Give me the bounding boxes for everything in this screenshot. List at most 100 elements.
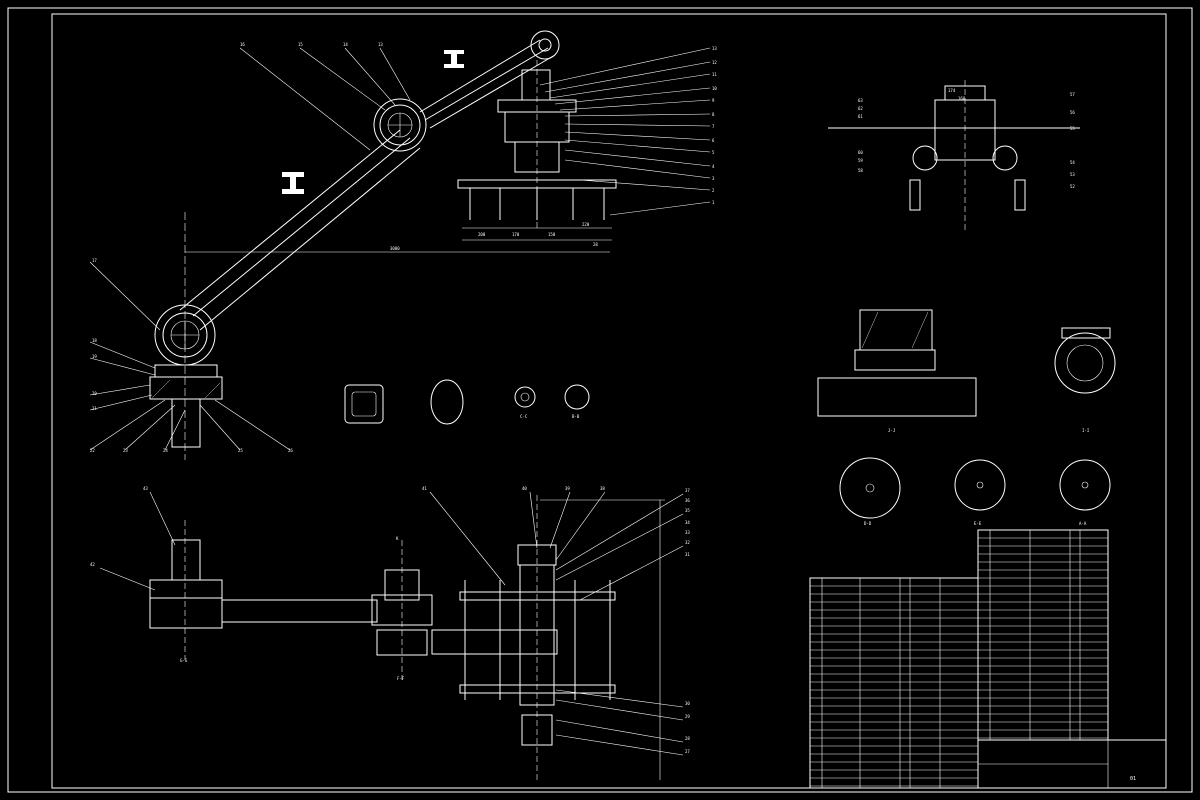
gripper-bottom-view (459, 495, 665, 780)
svg-text:7: 7 (712, 124, 715, 129)
svg-text:8: 8 (712, 112, 715, 117)
svg-text:55: 55 (1070, 126, 1075, 131)
section-i-i: I-I (1054, 327, 1116, 433)
svg-text:26: 26 (288, 448, 293, 453)
svg-text:56: 56 (1070, 110, 1075, 115)
svg-text:59: 59 (858, 158, 863, 163)
section-g-g: G-G 43 42 (90, 486, 223, 663)
i-section-marker (282, 172, 304, 194)
bottom-arm-2 (431, 629, 558, 655)
svg-text:30: 30 (685, 701, 690, 706)
svg-text:220: 220 (582, 222, 590, 227)
svg-text:61: 61 (858, 114, 863, 119)
svg-text:23: 23 (123, 448, 128, 453)
inner-border (51, 13, 1167, 789)
svg-text:35: 35 (685, 508, 690, 513)
svg-text:4: 4 (712, 164, 715, 169)
svg-text:32: 32 (685, 540, 690, 545)
svg-text:5: 5 (712, 150, 715, 155)
svg-text:G-G: G-G (180, 658, 188, 663)
svg-text:1: 1 (712, 200, 715, 205)
leaders-top-right: 13 12 11 10 9 8 7 6 5 4 3 2 1 (539, 46, 717, 216)
svg-text:20: 20 (92, 391, 97, 396)
svg-text:53: 53 (1070, 172, 1075, 177)
svg-text:58: 58 (858, 168, 863, 173)
svg-text:63: 63 (858, 98, 863, 103)
svg-text:J-J: J-J (888, 428, 895, 433)
svg-text:C-C: C-C (520, 414, 528, 419)
leaders-bottom-right-col: 30 29 28 27 (555, 689, 690, 756)
svg-text:I-I: I-I (1082, 428, 1090, 433)
svg-text:17: 17 (92, 258, 97, 263)
svg-text:29: 29 (685, 714, 690, 719)
section-f-f: F-F K (371, 536, 433, 681)
svg-text:38: 38 (600, 486, 605, 491)
svg-text:E-E: E-E (974, 521, 982, 526)
svg-text:28: 28 (685, 736, 690, 741)
svg-text:19: 19 (92, 354, 97, 359)
svg-text:62: 62 (858, 106, 863, 111)
leaders-bottom-center: 41 40 39 38 37 36 35 34 33 32 31 (422, 486, 690, 601)
svg-text:14: 14 (343, 42, 348, 47)
svg-text:22: 22 (90, 448, 95, 453)
svg-text:K: K (396, 536, 399, 541)
svg-text:10: 10 (712, 86, 717, 91)
svg-text:43: 43 (143, 486, 148, 491)
svg-text:3: 3 (712, 176, 715, 181)
svg-text:36: 36 (685, 498, 690, 503)
svg-text:200: 200 (478, 232, 486, 237)
svg-text:25: 25 (238, 448, 243, 453)
svg-text:52: 52 (1070, 184, 1075, 189)
drawing-number: 01 (1130, 776, 1136, 782)
svg-text:2: 2 (712, 188, 715, 193)
svg-text:B-B: B-B (572, 414, 580, 419)
leaders-right-detail: 63 62 61 60 59 58 57 56 55 54 53 52 (858, 92, 1075, 189)
svg-text:39: 39 (565, 486, 570, 491)
section-discs: D-D E-E A-A (839, 457, 1111, 526)
outer-border (7, 7, 1193, 793)
svg-text:12: 12 (712, 60, 717, 65)
svg-text:16: 16 (240, 42, 245, 47)
parts-list-rows (810, 537, 1108, 787)
gripper-head-view: 200 170 150 220 28 (457, 60, 617, 247)
svg-text:18: 18 (92, 338, 97, 343)
svg-text:D-D: D-D (864, 521, 872, 526)
svg-text:41: 41 (422, 486, 427, 491)
main-arm-view: 3000 (149, 30, 610, 460)
svg-text:34: 34 (685, 520, 690, 525)
leaders-top-left: 16 15 14 13 (239, 42, 411, 151)
svg-text:24: 24 (163, 448, 168, 453)
section-j-j: J-J (817, 309, 977, 433)
dim-total: 3000 (390, 246, 400, 251)
svg-text:42: 42 (90, 562, 95, 567)
svg-text:27: 27 (685, 749, 690, 754)
title-block: 01 (977, 739, 1167, 789)
small-sections: C-C B-B (344, 379, 590, 425)
leaders-bottom-left: 22 23 24 25 26 (89, 399, 293, 453)
i-section-marker-top (444, 50, 464, 68)
svg-text:15: 15 (298, 42, 303, 47)
svg-text:170: 170 (512, 232, 520, 237)
svg-text:160: 160 (958, 96, 966, 101)
svg-text:6: 6 (712, 138, 715, 143)
svg-text:60: 60 (858, 150, 863, 155)
svg-text:13: 13 (378, 42, 383, 47)
svg-text:11: 11 (712, 72, 717, 77)
bottom-arm (221, 599, 378, 623)
svg-text:37: 37 (685, 488, 690, 493)
svg-text:57: 57 (1070, 92, 1075, 97)
leaders-left: 17 18 19 20 21 (89, 258, 161, 411)
svg-text:174: 174 (948, 88, 956, 93)
svg-text:33: 33 (685, 530, 690, 535)
parts-list (809, 529, 1109, 789)
svg-text:54: 54 (1070, 160, 1075, 165)
svg-text:A-A: A-A (1079, 521, 1087, 526)
svg-text:40: 40 (522, 486, 527, 491)
svg-text:31: 31 (685, 552, 690, 557)
svg-text:21: 21 (92, 406, 97, 411)
detail-view-top-right: 174 160 (828, 80, 1080, 230)
svg-text:13: 13 (712, 46, 717, 51)
svg-text:28: 28 (593, 242, 598, 247)
svg-text:F-F: F-F (397, 676, 405, 681)
